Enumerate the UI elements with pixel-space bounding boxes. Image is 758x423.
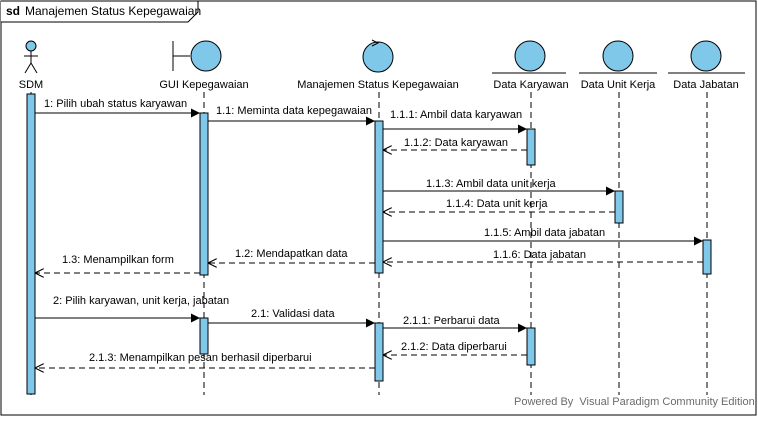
boundary-gui-icon bbox=[172, 40, 222, 72]
entity-karyawan-icon bbox=[492, 40, 566, 74]
message-label-1-1-4: 1.1.4: Data unit kerja bbox=[446, 198, 548, 210]
message-label-1-1-2: 1.1.2: Data karyawan bbox=[404, 137, 508, 149]
frame-title: Manajemen Status Kepegawaian bbox=[25, 4, 201, 18]
message-label-1-3: 1.3: Menampilkan form bbox=[62, 254, 174, 266]
entity-jabatan-icon bbox=[668, 40, 745, 74]
message-label-1-1-5: 1.1.5: Ambil data jabatan bbox=[484, 227, 605, 239]
message-label-1-1-1: 1.1.1: Ambil data karyawan bbox=[390, 109, 522, 121]
message-label-1-1-3: 1.1.3: Ambil data unit kerja bbox=[426, 178, 557, 190]
message-label-2-1-3: 2.1.3: Menampilkan pesan berhasil diperb… bbox=[89, 352, 312, 364]
entity-unitkerja-icon bbox=[579, 40, 657, 74]
watermark: Powered By Visual Paradigm Community Edi… bbox=[514, 395, 758, 408]
actor-label-gui: GUI Kepegawaian bbox=[159, 79, 248, 91]
activation-gui-2 bbox=[199, 317, 209, 355]
message-label-2-1: 2.1: Validasi data bbox=[251, 308, 335, 320]
message-label-1: 1: Pilih ubah status karyawan bbox=[44, 98, 187, 110]
activation-gui-1 bbox=[199, 112, 209, 276]
actor-label-sdm: SDM bbox=[19, 79, 43, 91]
activation-karyawan-2 bbox=[526, 327, 536, 366]
message-label-1-2: 1.2: Mendapatkan data bbox=[235, 248, 348, 260]
control-manajemen-icon bbox=[362, 39, 394, 73]
message-label-1-1-6: 1.1.6: Data jabatan bbox=[493, 249, 586, 261]
activation-manajemen-1 bbox=[374, 120, 384, 274]
message-label-2-1-2: 2.1.2: Data diperbarui bbox=[401, 341, 507, 353]
frame-keyword: sd bbox=[6, 4, 20, 18]
frame-tab bbox=[1, 0, 199, 23]
message-label-2-1-1: 2.1.1: Perbarui data bbox=[403, 315, 501, 327]
activation-jabatan bbox=[702, 239, 712, 275]
message-label-2: 2: Pilih karyawan, unit kerja, jabatan bbox=[53, 295, 229, 307]
actor-label-jabatan: Data Jabatan bbox=[673, 79, 738, 91]
activation-sdm bbox=[26, 93, 36, 395]
actor-label-unitkerja: Data Unit Kerja bbox=[581, 79, 656, 91]
watermark-text: Powered By Visual Paradigm Community Edi… bbox=[514, 396, 755, 408]
activation-manajemen-2 bbox=[374, 322, 384, 382]
actor-label-karyawan: Data Karyawan bbox=[493, 79, 568, 91]
message-label-1-1: 1.1: Meminta data kepegawaian bbox=[216, 105, 372, 117]
actor-sdm-icon bbox=[24, 40, 38, 74]
actor-label-manajemen: Manajemen Status Kepegawaian bbox=[297, 79, 458, 91]
activation-karyawan-1 bbox=[526, 128, 536, 166]
activation-unitkerja bbox=[614, 190, 624, 224]
